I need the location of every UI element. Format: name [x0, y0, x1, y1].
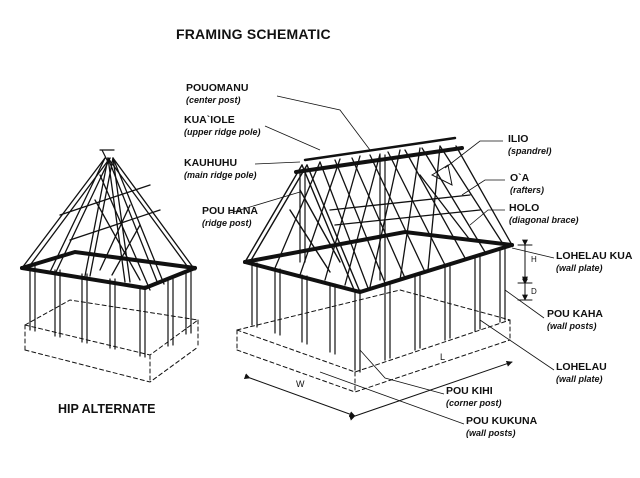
label-ilio: ILIO (spandrel)	[508, 133, 552, 156]
label-lohelau-kua-desc: (wall plate)	[556, 262, 603, 273]
label-kauhuhu-desc: (main ridge pole)	[184, 169, 257, 180]
label-pou-kihi-name: POU KIHI	[446, 385, 493, 397]
label-pouomanu-desc: (center post)	[186, 94, 241, 105]
label-holo-desc: (diagonal brace)	[509, 214, 579, 225]
label-oa: O`A (rafters)	[510, 172, 545, 195]
label-kuaiole: KUA`IOLE (upper ridge pole)	[184, 114, 261, 137]
label-pou-hana: POU HANA (ridge post)	[202, 205, 259, 228]
main-gable-frame	[236, 136, 533, 421]
label-pou-kihi: POU KIHI (corner post)	[446, 385, 502, 408]
label-pou-kukuna: POU KUKUNA (wall posts)	[466, 415, 538, 438]
label-pou-kaha-desc: (wall posts)	[547, 320, 597, 331]
label-lohelau-kua: LOHELAU KUA (wall plate)	[556, 250, 633, 273]
label-lohelau-name: LOHELAU	[556, 361, 607, 373]
dim-d-label: D	[531, 287, 537, 296]
label-pou-hana-name: POU HANA	[202, 205, 259, 217]
label-pou-kukuna-desc: (wall posts)	[466, 427, 516, 438]
label-kuaiole-desc: (upper ridge pole)	[184, 126, 261, 137]
label-pouomanu-name: POUOMANU	[186, 82, 249, 94]
label-oa-desc: (rafters)	[510, 184, 545, 195]
label-lohelau: LOHELAU (wall plate)	[556, 361, 607, 384]
label-oa-name: O`A	[510, 172, 530, 184]
label-holo-name: HOLO	[509, 202, 540, 214]
page-title: FRAMING SCHEMATIC	[176, 26, 331, 42]
label-ilio-name: ILIO	[508, 133, 529, 145]
label-pou-kihi-desc: (corner post)	[446, 397, 502, 408]
dim-l-label: L	[440, 352, 445, 362]
label-pouomanu: POUOMANU (center post)	[186, 82, 249, 105]
label-pou-kukuna-name: POU KUKUNA	[466, 415, 538, 427]
label-lohelau-kua-name: LOHELAU KUA	[556, 250, 633, 262]
label-pou-kaha-name: POU KAHA	[547, 308, 604, 320]
label-lohelau-desc: (wall plate)	[556, 373, 603, 384]
label-kuaiole-name: KUA`IOLE	[184, 114, 235, 126]
label-kauhuhu-name: KAUHUHU	[184, 157, 238, 169]
leader-lines	[229, 95, 555, 425]
hip-alternate-frame	[20, 149, 199, 383]
label-kauhuhu: KAUHUHU (main ridge pole)	[184, 157, 257, 180]
label-pou-kaha: POU KAHA (wall posts)	[547, 308, 604, 331]
label-ilio-desc: (spandrel)	[508, 145, 552, 156]
label-holo: HOLO (diagonal brace)	[509, 202, 579, 225]
hip-alternate-caption: HIP ALTERNATE	[58, 402, 156, 416]
label-pou-hana-desc: (ridge post)	[202, 217, 252, 228]
dim-w-label: W	[296, 379, 305, 389]
dim-h-label: H	[531, 255, 537, 264]
